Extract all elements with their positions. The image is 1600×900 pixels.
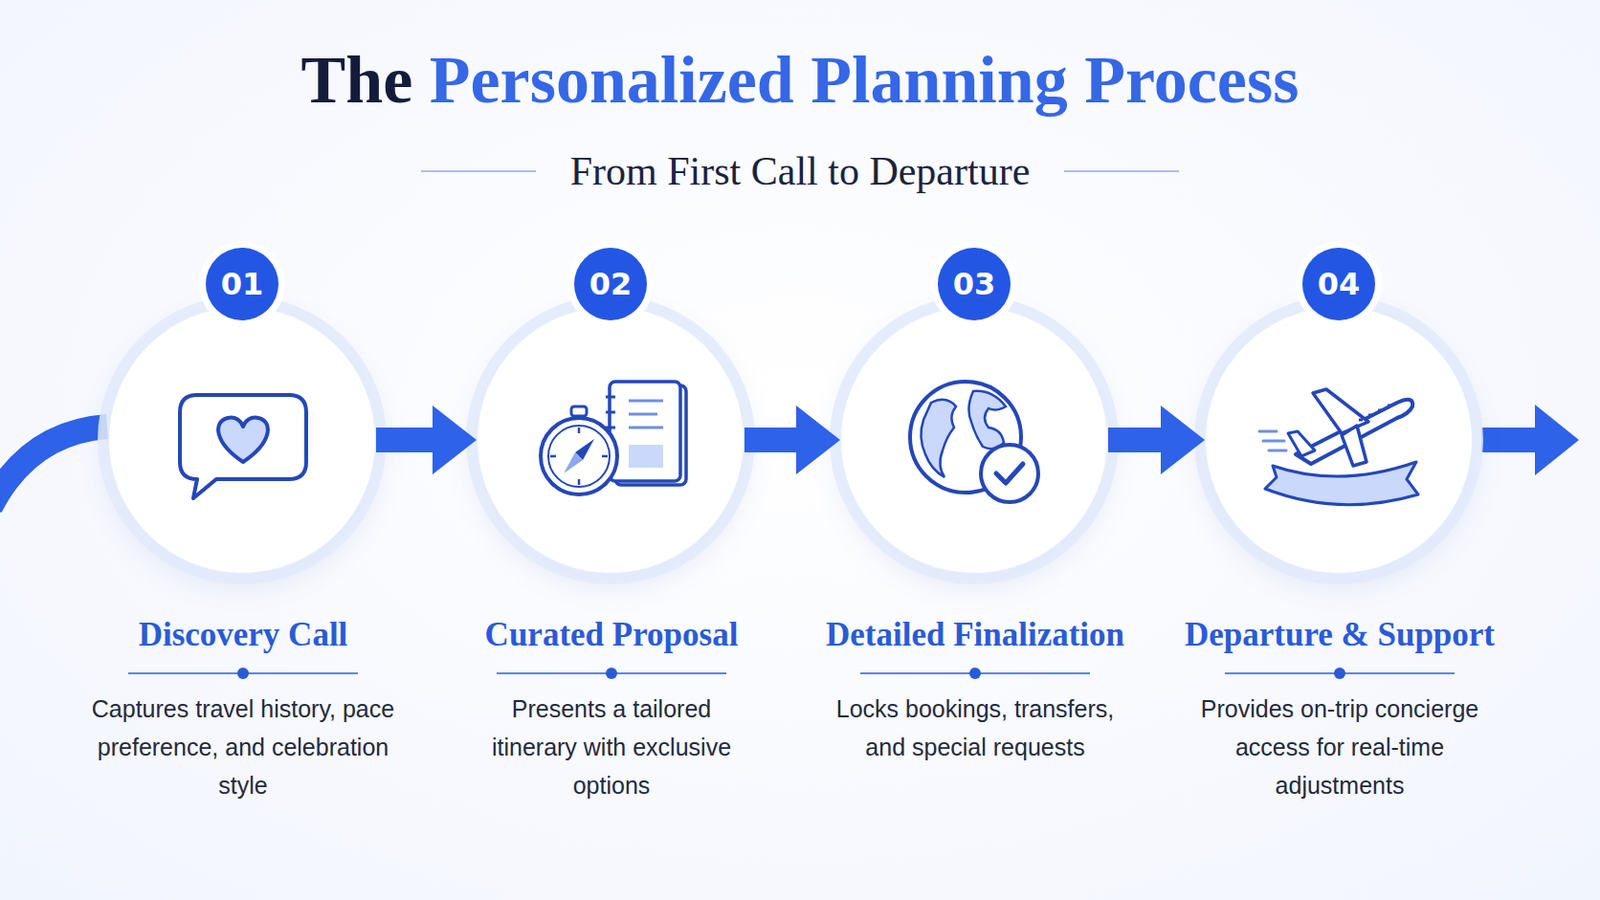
subtitle: From First Call to Departure	[570, 145, 1031, 198]
step-heading: Curated Proposal	[400, 615, 823, 656]
globe-check-icon	[888, 374, 1062, 509]
icon-holder	[1253, 374, 1426, 509]
title-wrap: The Personalized Planning Process	[0, 40, 1600, 121]
step-description: Locks bookings, transfers, and special r…	[817, 689, 1134, 767]
flow-arrow	[376, 405, 477, 475]
step-number: 01	[205, 247, 279, 321]
step-heading: Departure & Support	[1129, 615, 1551, 656]
process-circle: 03Detailed FinalizationLocks bookings, t…	[840, 306, 1109, 575]
plane-ribbon-icon	[1253, 374, 1426, 509]
lead-in-curve	[0, 426, 108, 508]
step-description: Provides on-trip concierge access for re…	[1181, 689, 1498, 805]
icon-holder	[156, 374, 330, 509]
subtitle-rule	[1064, 170, 1179, 173]
step-number: 04	[1302, 247, 1376, 321]
divider-dot	[605, 667, 618, 680]
subtitle-rule	[421, 170, 536, 173]
divider-dot	[1333, 667, 1346, 680]
heading-divider	[128, 667, 358, 680]
divider-dot	[237, 667, 249, 680]
icon-holder	[888, 374, 1062, 509]
compass-notebook-icon	[525, 374, 698, 509]
flow-arrow	[1108, 405, 1205, 475]
heading-divider	[1224, 667, 1455, 680]
divider-dot	[969, 667, 981, 680]
process-circle: 01Discovery CallCaptures travel history,…	[108, 306, 377, 575]
flow-arrow	[744, 405, 841, 475]
step-number: 03	[937, 247, 1011, 321]
process-circle: 02Curated ProposalPresents a tailored it…	[476, 306, 745, 575]
heading-divider	[496, 667, 727, 680]
heading-divider	[860, 667, 1090, 680]
step-description: Captures travel history, pace preference…	[85, 689, 401, 805]
step-description: Presents a tailored itinerary with exclu…	[482, 689, 741, 805]
trailing-arrow	[1481, 404, 1579, 476]
step-number: 02	[574, 247, 647, 321]
subtitle-row: From First Call to Departure	[0, 145, 1600, 198]
icon-holder	[525, 374, 698, 509]
step-heading: Detailed Finalization	[764, 615, 1186, 656]
process-circle: 04Departure & SupportProvides on-trip co…	[1204, 306, 1473, 575]
step-heading: Discovery Call	[32, 615, 454, 656]
chat-heart-icon	[156, 374, 330, 509]
title: The Personalized Planning Process	[301, 40, 1300, 121]
